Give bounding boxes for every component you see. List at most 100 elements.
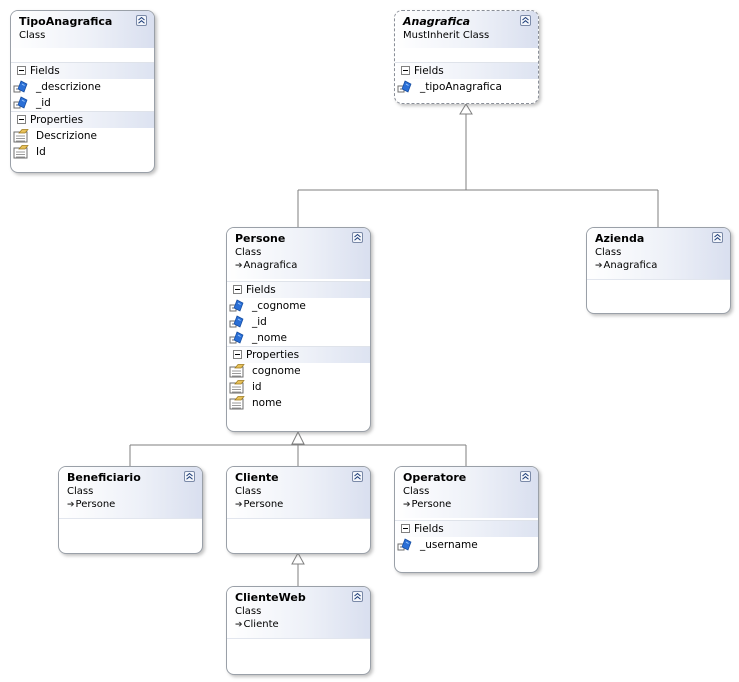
properties-section-header[interactable]: Properties xyxy=(11,111,154,128)
field-icon xyxy=(13,96,29,115)
class-empty-body xyxy=(227,518,370,519)
property-icon xyxy=(229,396,245,415)
field-item[interactable]: _descrizione xyxy=(11,79,154,95)
class-box-persone[interactable]: Persone Class ➔Anagrafica Fields _cognom… xyxy=(226,227,371,432)
class-header[interactable]: Azienda Class ➔Anagrafica xyxy=(587,228,730,279)
base-class: ➔Cliente xyxy=(235,619,279,630)
property-item[interactable]: Descrizione xyxy=(11,128,154,144)
section-label: Properties xyxy=(30,114,84,126)
class-box-azienda[interactable]: Azienda Class ➔Anagrafica xyxy=(586,227,731,314)
class-box-beneficiario[interactable]: Beneficiario Class ➔Persone xyxy=(58,466,203,554)
property-icon xyxy=(13,129,29,148)
fields-section-header[interactable]: Fields xyxy=(11,62,154,79)
field-name: _nome xyxy=(252,332,288,344)
class-empty-body xyxy=(587,279,730,280)
property-name: Descrizione xyxy=(36,130,97,142)
arrow-right-icon: ➔ xyxy=(67,500,75,510)
field-name: _id xyxy=(252,316,267,328)
property-name: id xyxy=(252,381,262,393)
field-icon xyxy=(229,315,245,334)
class-stereotype: Class xyxy=(235,247,262,258)
minus-box-icon[interactable] xyxy=(401,66,410,75)
class-header[interactable]: Persone Class ➔Anagrafica xyxy=(227,228,370,279)
fields-section-header[interactable]: Fields xyxy=(395,62,538,79)
field-name: _username xyxy=(420,539,478,551)
base-class: ➔Persone xyxy=(403,499,452,510)
class-name: Beneficiario xyxy=(67,471,141,484)
arrow-right-icon: ➔ xyxy=(235,261,243,271)
field-icon xyxy=(397,80,413,99)
field-name: _cognome xyxy=(252,300,306,312)
class-empty-body xyxy=(59,518,202,519)
field-icon xyxy=(13,80,29,99)
double-chevron-up-icon[interactable] xyxy=(136,15,147,26)
field-name: _descrizione xyxy=(36,81,101,93)
property-icon xyxy=(229,364,245,383)
property-item[interactable]: id xyxy=(227,379,370,395)
section-label: Properties xyxy=(246,349,300,361)
property-name: nome xyxy=(252,397,282,409)
double-chevron-up-icon[interactable] xyxy=(520,15,531,26)
class-stereotype: Class xyxy=(67,486,94,497)
properties-section-header[interactable]: Properties xyxy=(227,346,370,363)
class-box-tipoanagrafica[interactable]: TipoAnagrafica Class Fields _descrizione… xyxy=(10,10,155,173)
arrow-right-icon: ➔ xyxy=(595,261,603,271)
base-class: ➔Anagrafica xyxy=(595,260,658,271)
minus-box-icon[interactable] xyxy=(17,115,26,124)
minus-box-icon[interactable] xyxy=(233,285,242,294)
class-stereotype: Class xyxy=(235,486,262,497)
class-box-clienteweb[interactable]: ClienteWeb Class ➔Cliente xyxy=(226,586,371,675)
property-name: cognome xyxy=(252,365,301,377)
field-name: _tipoAnagrafica xyxy=(420,81,502,93)
double-chevron-up-icon[interactable] xyxy=(184,471,195,482)
class-box-operatore[interactable]: Operatore Class ➔Persone Fields _usernam… xyxy=(394,466,539,573)
property-item[interactable]: cognome xyxy=(227,363,370,379)
class-box-cliente[interactable]: Cliente Class ➔Persone xyxy=(226,466,371,554)
class-stereotype: Class xyxy=(19,30,46,41)
class-header[interactable]: Operatore Class ➔Persone xyxy=(395,467,538,518)
double-chevron-up-icon[interactable] xyxy=(352,471,363,482)
field-name: _id xyxy=(36,97,51,109)
field-item[interactable]: _tipoAnagrafica xyxy=(395,79,538,95)
class-stereotype: Class xyxy=(235,606,262,617)
field-item[interactable]: _id xyxy=(11,95,154,111)
class-box-anagrafica[interactable]: Anagrafica MustInherit Class Fields _tip… xyxy=(394,10,539,104)
double-chevron-up-icon[interactable] xyxy=(520,471,531,482)
section-label: Fields xyxy=(30,65,60,77)
minus-box-icon[interactable] xyxy=(401,524,410,533)
double-chevron-up-icon[interactable] xyxy=(712,232,723,243)
base-class: ➔Persone xyxy=(67,499,116,510)
double-chevron-up-icon[interactable] xyxy=(352,591,363,602)
field-item[interactable]: _cognome xyxy=(227,298,370,314)
class-name: ClienteWeb xyxy=(235,591,306,604)
field-item[interactable]: _id xyxy=(227,314,370,330)
field-item[interactable]: _username xyxy=(395,537,538,553)
field-item[interactable]: _nome xyxy=(227,330,370,346)
base-class: ➔Anagrafica xyxy=(235,260,298,271)
class-name: Operatore xyxy=(403,471,467,484)
fields-section-header[interactable]: Fields xyxy=(395,520,538,537)
inheritance-arrowhead-persone xyxy=(291,430,305,445)
class-header[interactable]: Anagrafica MustInherit Class xyxy=(395,11,538,48)
section-label: Fields xyxy=(414,65,444,77)
fields-section-header[interactable]: Fields xyxy=(227,281,370,298)
double-chevron-up-icon[interactable] xyxy=(352,232,363,243)
property-item[interactable]: nome xyxy=(227,395,370,411)
class-header[interactable]: TipoAnagrafica Class xyxy=(11,11,154,48)
class-name: TipoAnagrafica xyxy=(19,15,113,28)
section-label: Fields xyxy=(414,523,444,535)
class-header[interactable]: ClienteWeb Class ➔Cliente xyxy=(227,587,370,638)
property-name: Id xyxy=(36,146,46,158)
class-stereotype: MustInherit Class xyxy=(403,30,490,41)
minus-box-icon[interactable] xyxy=(17,66,26,75)
class-name: Persone xyxy=(235,232,286,245)
class-header[interactable]: Cliente Class ➔Persone xyxy=(227,467,370,518)
class-stereotype: Class xyxy=(595,247,622,258)
minus-box-icon[interactable] xyxy=(233,350,242,359)
section-label: Fields xyxy=(246,284,276,296)
inheritance-arrowhead-cliente xyxy=(291,551,305,565)
class-header[interactable]: Beneficiario Class ➔Persone xyxy=(59,467,202,518)
property-item[interactable]: Id xyxy=(11,144,154,160)
base-class: ➔Persone xyxy=(235,499,284,510)
